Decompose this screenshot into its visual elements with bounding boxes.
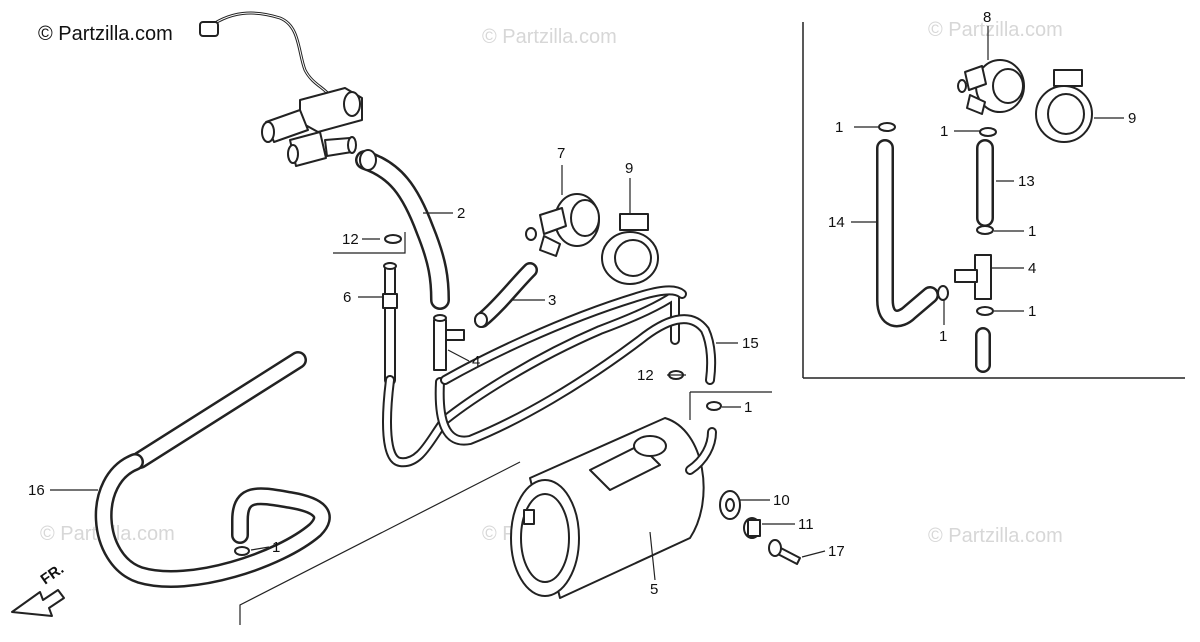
callout-10: 10 [773,492,790,509]
watermark-bottom-right: © Partzilla.com [928,525,1063,547]
inset-frame [802,22,1185,379]
callout-leaders [50,26,1124,581]
callout-4-main: 4 [472,353,480,370]
callout-1-main-a: 1 [744,399,752,416]
callout-1-inset-b: 1 [940,123,948,140]
hose-part-16 [94,351,331,588]
grommet-part-10 [719,490,741,520]
callout-16: 16 [28,482,45,499]
callout-11: 11 [798,516,814,533]
callout-7: 7 [557,145,565,162]
callout-12-a: 12 [342,231,359,248]
bolt-part-17 [768,539,801,565]
inset-hose-clips [878,122,997,316]
watermark-top-right: © Partzilla.com [928,19,1063,41]
inset-band-clamp-part-9 [1035,69,1093,143]
hose-part-3 [474,262,538,328]
tube-part-15 [382,285,717,468]
front-direction-label: FR. [38,560,68,588]
watermark-top-center: © Partzilla.com [482,26,617,48]
inset-tee-joint-part-4 [954,254,992,300]
pipe-part-6 [382,262,398,386]
main-hose-clips [234,234,722,556]
band-clamp-part-9-main [601,213,659,285]
callout-2: 2 [457,205,465,222]
callout-5: 5 [650,581,658,598]
callout-15: 15 [742,335,759,352]
callout-1-inset-c: 1 [1028,223,1036,240]
valve-part-7 [525,193,600,257]
callout-8: 8 [983,9,991,26]
inset-valve-part-8 [957,59,1025,115]
hose-part-2 [355,149,450,310]
canister-part-5 [510,417,717,599]
purge-control-solenoid-valve [261,87,363,167]
callout-12-b: 12 [637,367,654,384]
collar-part-11 [743,517,761,539]
callout-3: 3 [548,292,556,309]
callout-1-inset-e: 1 [1028,303,1036,320]
callout-13: 13 [1018,173,1035,190]
copyright-text: © Partzilla.com [38,23,173,45]
callout-1-main-b: 1 [272,539,280,556]
callout-17: 17 [828,543,845,560]
callout-14: 14 [828,214,845,231]
tee-joint-part-4-main [433,314,465,371]
callout-4-inset: 4 [1028,260,1036,277]
front-direction-arrow-icon [11,589,65,617]
callout-1-inset-a: 1 [835,119,843,136]
callout-1-inset-d: 1 [939,328,947,345]
solenoid-wire [199,11,332,98]
callout-9-main: 9 [625,160,633,177]
callout-9-inset: 9 [1128,110,1136,127]
callout-6: 6 [343,289,351,306]
inset-hose-part-14 [876,139,939,328]
main-reference-lines [239,232,772,625]
